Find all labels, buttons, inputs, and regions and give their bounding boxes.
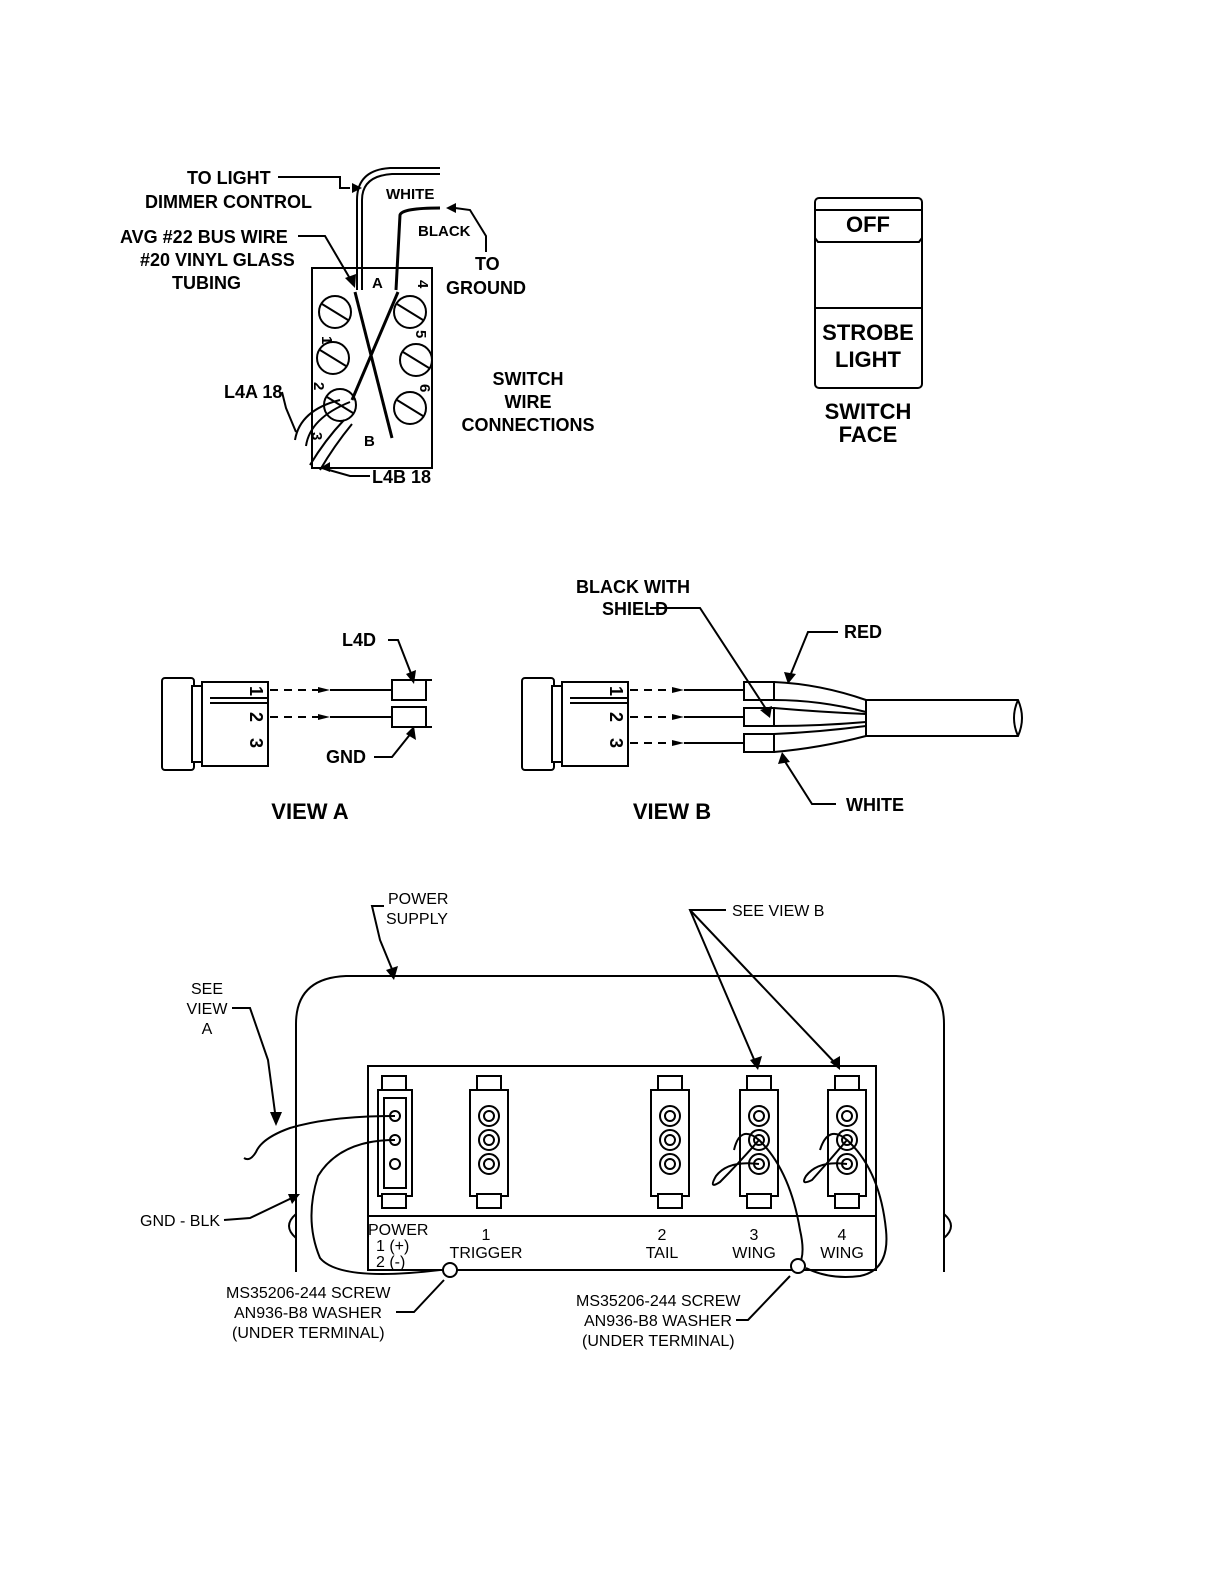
switch-face-body <box>814 197 923 389</box>
view-b-pin-1: 1 <box>606 686 626 696</box>
see-view-a-label-2: VIEW <box>187 1001 229 1018</box>
view-a-caption: VIEW A <box>271 799 349 824</box>
wing-4-connector <box>827 1075 867 1209</box>
to-light-label-1: TO LIGHT <box>187 168 271 188</box>
view-a-l4d-label: L4D <box>342 630 376 650</box>
screw-left-label-3: (UNDER TERMINAL) <box>232 1325 385 1342</box>
screw-right-label-1: MS35206-244 SCREW <box>576 1293 741 1310</box>
view-a-gnd-label: GND <box>326 747 366 767</box>
black-shield-label-1: BLACK WITH <box>576 577 690 597</box>
view-a-pin-3: 3 <box>246 738 266 748</box>
power-plus-label: 1 (+) <box>376 1238 409 1255</box>
switch-strobe-label-1: STROBE <box>822 320 914 345</box>
power-supply-housing <box>295 975 945 1272</box>
power-supply-title-2: SUPPLY <box>386 911 448 928</box>
black-shield-label-2: SHIELD <box>602 599 668 619</box>
trigger-label: TRIGGER <box>450 1245 523 1262</box>
svg-text:2: 2 <box>310 382 327 390</box>
l4b-label: L4B 18 <box>372 467 431 487</box>
svg-text:1: 1 <box>318 336 335 344</box>
to-ground-label-1: TO <box>475 254 500 274</box>
view-b: 1 2 3 BLACK WITH SHIELD RED WHI <box>521 577 1023 824</box>
screw-left <box>442 1262 458 1278</box>
screw-terminals <box>316 295 433 425</box>
screw-left-label-2: AN936-B8 WASHER <box>234 1305 382 1322</box>
switch-off-label: OFF <box>846 212 890 237</box>
see-view-a-label-1: SEE <box>191 981 223 998</box>
to-light-label-2: DIMMER CONTROL <box>145 192 312 212</box>
wing-3-connector <box>739 1075 779 1209</box>
svg-text:3: 3 <box>308 432 325 440</box>
screw-right-label-2: AN936-B8 WASHER <box>584 1313 732 1330</box>
power-minus-label: 2 (-) <box>376 1254 405 1271</box>
bus-wire-label-1: AVG #22 BUS WIRE <box>120 227 288 247</box>
bus-wire-label-2: #20 VINYL GLASS <box>140 250 295 270</box>
see-view-a-label-3: A <box>202 1021 213 1038</box>
switch-wire-caption-2: WIRE <box>505 392 552 412</box>
switch-face: OFF STROBE LIGHT SWITCH FACE <box>814 197 923 447</box>
terminal-panel <box>367 1065 877 1271</box>
terminal-b-label: B <box>364 433 375 450</box>
wing-3-label: WING <box>732 1245 776 1262</box>
tail-label: TAIL <box>646 1245 679 1262</box>
power-lead-1 <box>243 1115 396 1161</box>
view-a-pin-2: 2 <box>246 712 266 722</box>
screw-right <box>790 1258 806 1274</box>
view-b-caption: VIEW B <box>633 799 711 824</box>
power-terminal-label: POWER <box>368 1222 428 1239</box>
gnd-blk-label: GND - BLK <box>140 1213 220 1230</box>
switch-wire-caption-1: SWITCH <box>493 369 564 389</box>
tail-connector <box>650 1075 690 1209</box>
bus-wire-label-3: TUBING <box>172 273 241 293</box>
wing-4-label: WING <box>820 1245 864 1262</box>
screw-left-label-1: MS35206-244 SCREW <box>226 1285 391 1302</box>
svg-text:5: 5 <box>412 330 429 338</box>
trigger-number: 1 <box>482 1227 491 1244</box>
to-ground-label-2: GROUND <box>446 278 526 298</box>
switch-wire-connections: 1 2 3 4 5 6 A B TO LIGHT DIMMER CONTROL <box>120 167 595 487</box>
wing-4-number: 4 <box>838 1227 847 1244</box>
white-wire-label: WHITE <box>386 186 434 203</box>
view-b-pin-3: 3 <box>606 738 626 748</box>
view-b-pin-2: 2 <box>606 712 626 722</box>
l4a-label: L4A 18 <box>224 382 282 402</box>
trigger-connector <box>469 1075 509 1209</box>
power-supply-title-1: POWER <box>388 891 448 908</box>
power-connector <box>377 1075 413 1209</box>
terminal-a-label: A <box>372 275 383 292</box>
screw-right-label-3: (UNDER TERMINAL) <box>582 1333 735 1350</box>
see-view-b-label: SEE VIEW B <box>732 903 824 920</box>
white-wire-label: WHITE <box>846 795 904 815</box>
tail-number: 2 <box>658 1227 667 1244</box>
ground-lead <box>310 1139 441 1275</box>
wing-3-number: 3 <box>750 1227 759 1244</box>
switch-face-caption-2: FACE <box>839 422 898 447</box>
power-supply: POWER SUPPLY SEE VIEW B SEE VIEW A GND -… <box>140 891 952 1350</box>
view-a-pin-1: 1 <box>246 686 266 696</box>
black-wire-label: BLACK <box>418 223 471 240</box>
switch-face-caption-1: SWITCH <box>825 399 912 424</box>
svg-text:6: 6 <box>416 384 433 392</box>
switch-strobe-label-2: LIGHT <box>835 347 902 372</box>
svg-text:4: 4 <box>414 280 431 289</box>
red-wire-label: RED <box>844 622 882 642</box>
view-a: 1 2 3 L4D GND VIEW A <box>161 630 432 824</box>
switch-wire-caption-3: CONNECTIONS <box>461 415 594 435</box>
